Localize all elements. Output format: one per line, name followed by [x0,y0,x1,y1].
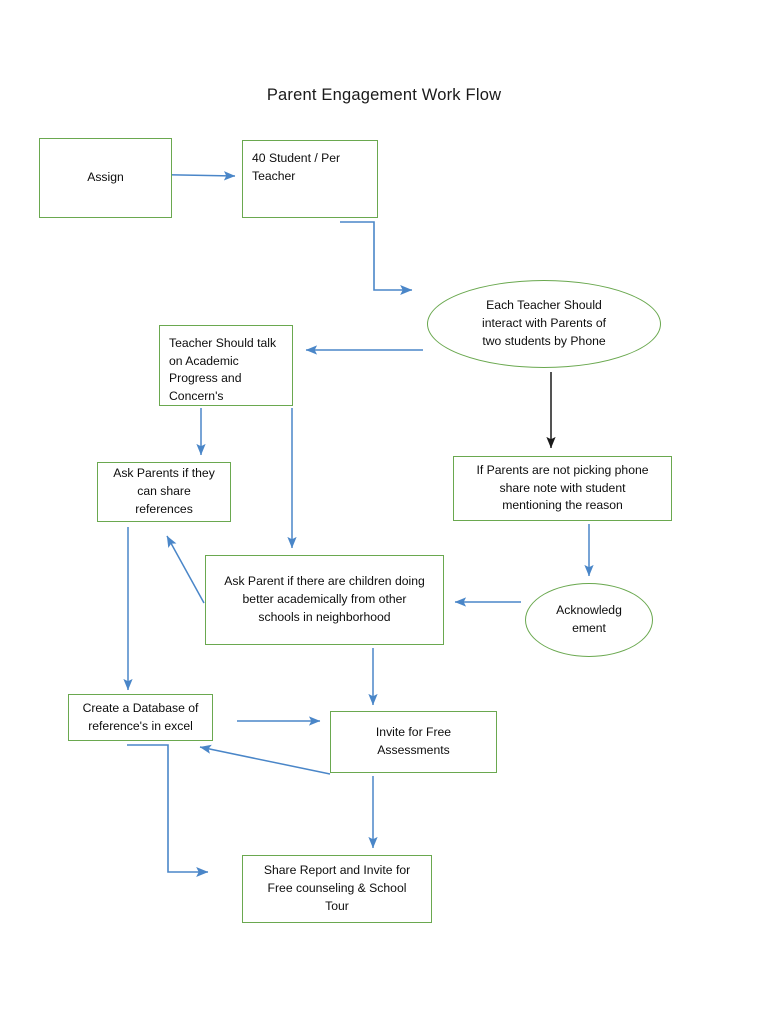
flow-node-students_per_teacher[interactable]: 40 Student / Per Teacher [242,140,378,218]
flow-node-label: Acknowledg ement [556,603,622,635]
flow-node-label: Share Report and Invite for Free counsel… [263,863,411,913]
flow-node-label: 40 Student / Per Teacher [252,151,341,183]
connector-students-to-each-teacher [340,221,413,295]
connector-ask-other-schools-to-ask-references [166,535,205,604]
connector-invite-to-create-database [199,744,331,775]
flow-node-label: Assign [87,170,124,185]
flow-node-label: Create a Database of reference's in exce… [82,700,199,733]
flow-node-assign[interactable]: Assign [39,138,172,218]
flow-node-label: Teacher Should talk on Academic Progress… [169,336,277,404]
flow-node-each_teacher_phone[interactable]: Each Teacher Should interact with Parent… [427,280,661,368]
page-title: Parent Engagement Work Flow [266,86,502,104]
flow-node-create_database[interactable]: Create a Database of reference's in exce… [68,694,213,741]
flow-node-label: If Parents are not picking phone share n… [476,462,649,513]
flow-node-label: Ask Parents if they can share references [113,466,215,516]
flow-node-ask_parents_references[interactable]: Ask Parents if they can share references [97,462,231,522]
flow-node-acknowledgement[interactable]: Acknowledg ement [525,583,653,657]
flow-node-label: Ask Parent if there are children doing b… [224,574,425,624]
flow-node-label: Each Teacher Should interact with Parent… [482,298,606,348]
flow-node-invite_free_assessments[interactable]: Invite for Free Assessments [330,711,497,773]
connector-create-database-to-share-report [127,744,209,877]
flow-node-label: Invite for Free Assessments [375,725,452,757]
flow-node-share_report[interactable]: Share Report and Invite for Free counsel… [242,855,432,923]
flow-node-parents_not_picking[interactable]: If Parents are not picking phone share n… [453,456,672,521]
flow-node-ask_parent_other_schools[interactable]: Ask Parent if there are children doing b… [205,555,444,645]
flow-node-teacher_talk_academic[interactable]: Teacher Should talk on Academic Progress… [159,325,293,406]
